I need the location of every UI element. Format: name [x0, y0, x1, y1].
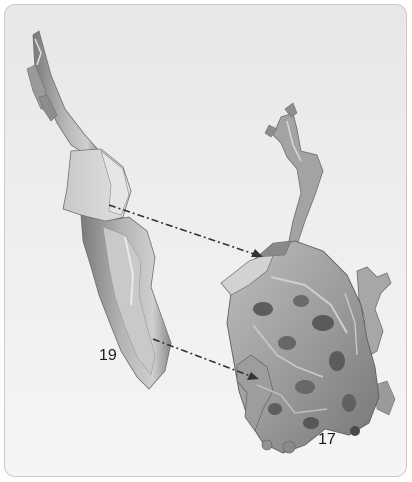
- exploded-bone-illustration: [5, 5, 407, 477]
- label-17: 17: [318, 432, 336, 448]
- label-19: 19: [99, 348, 117, 364]
- left-bone-part: [27, 31, 171, 389]
- right-bone-part: [221, 103, 395, 453]
- figure-panel: 19 17: [4, 4, 407, 477]
